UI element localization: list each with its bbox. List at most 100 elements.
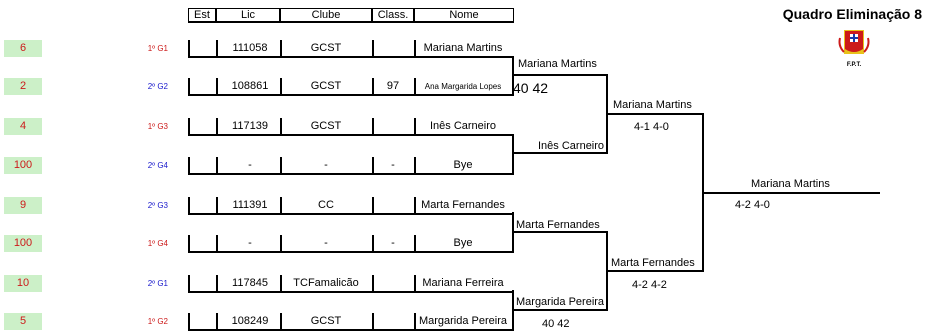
license-cell: 117139 [232,120,268,132]
club-cell: - [324,159,328,171]
seed-badge: 100 [4,157,42,174]
row-baseline [188,94,514,96]
bracket-line [512,309,608,311]
row-divider [414,275,416,293]
club-cell: GCST [310,80,342,92]
seed-badge: 5 [4,313,42,330]
row-divider [188,40,190,58]
row-divider [372,197,374,215]
row-divider [414,118,416,136]
r2-name-3: Marta Fernandes [516,219,600,231]
bracket-line [512,152,608,154]
seed-badge: 6 [4,40,42,57]
row-divider [372,275,374,293]
club-cell: CC [318,199,334,211]
row-divider [188,197,190,215]
bracket-line [606,113,704,115]
svg-text:F.P.T.: F.P.T. [847,62,862,68]
row-divider [414,235,416,253]
header-nome: Nome [414,8,514,23]
class-cell: - [391,237,395,249]
row-divider [216,157,218,175]
row-divider [280,40,282,58]
club-cell: TCFamalicão [293,277,359,289]
r2-name-1: Mariana Martins [518,58,597,70]
federation-logo: F.P.T. [838,30,870,68]
player-name: Marta Fernandes [421,199,505,211]
player-name: Mariana Martins [423,42,503,54]
r2-name-2: Inês Carneiro [538,140,605,152]
row-divider [372,40,374,58]
bracket-line [512,134,514,174]
bracket-line [512,74,608,76]
club-cell: - [324,237,328,249]
license-cell: 108249 [231,315,269,327]
bracket-line [512,212,514,252]
page-title: Quadro Eliminação 8 [782,6,922,22]
group-label: 2º G1 [147,279,168,288]
row-divider [414,40,416,58]
header-est: Est [188,8,216,23]
license-cell: 111058 [232,42,268,54]
seed-badge: 9 [4,197,42,214]
player-name: Ana Margarida Lopes [424,82,502,91]
row-divider [280,157,282,175]
row-baseline [188,213,514,215]
row-divider [372,313,374,331]
r2-score-1: 40 42 [513,80,549,96]
row-baseline [188,173,514,175]
row-divider [216,78,218,96]
semi-score-1: 4-1 4-0 [634,121,669,133]
row-divider [280,275,282,293]
semi-name-2: Marta Fernandes [611,257,695,269]
seed-badge: 10 [4,275,42,292]
row-divider [188,275,190,293]
row-divider [188,78,190,96]
row-divider [372,78,374,96]
row-divider [414,197,416,215]
row-divider [188,235,190,253]
row-baseline [188,134,514,136]
player-name: Bye [453,237,473,249]
seed-badge: 4 [4,118,42,135]
row-divider [216,40,218,58]
row-baseline [188,291,514,293]
group-label: 1º G4 [147,239,168,248]
player-name: Margarida Pereira [418,315,508,327]
player-name: Mariana Ferreira [422,277,504,289]
row-divider [188,157,190,175]
bracket-line [512,231,608,233]
semi-score-2: 4-2 4-2 [632,279,667,291]
row-divider [372,235,374,253]
row-divider [372,118,374,136]
seed-badge: 100 [4,235,42,252]
row-baseline [188,251,514,253]
bracket-line [606,270,704,272]
bracket-line [702,192,880,194]
license-cell: 108861 [231,80,269,92]
row-divider [188,313,190,331]
seed-badge: 2 [4,78,42,95]
r2-score-4: 40 42 [542,318,570,330]
row-divider [280,118,282,136]
bracket-line [512,56,514,96]
group-label: 1º G3 [147,122,168,131]
license-cell: - [248,237,252,249]
row-divider [372,157,374,175]
club-cell: GCST [310,315,342,327]
row-divider [280,235,282,253]
row-divider [216,197,218,215]
row-divider [414,78,416,96]
header-lic: Lic [216,8,280,23]
header-clube: Clube [280,8,372,23]
row-baseline [188,56,514,58]
row-divider [216,313,218,331]
license-cell: - [248,159,252,171]
club-cell: GCST [310,120,342,132]
row-baseline [188,329,514,331]
player-name: Bye [453,159,473,171]
r2-name-4: Margarida Pereira [516,296,605,308]
group-label: 2º G2 [147,82,168,91]
row-divider [216,275,218,293]
winner-score: 4-2 4-0 [735,199,770,211]
